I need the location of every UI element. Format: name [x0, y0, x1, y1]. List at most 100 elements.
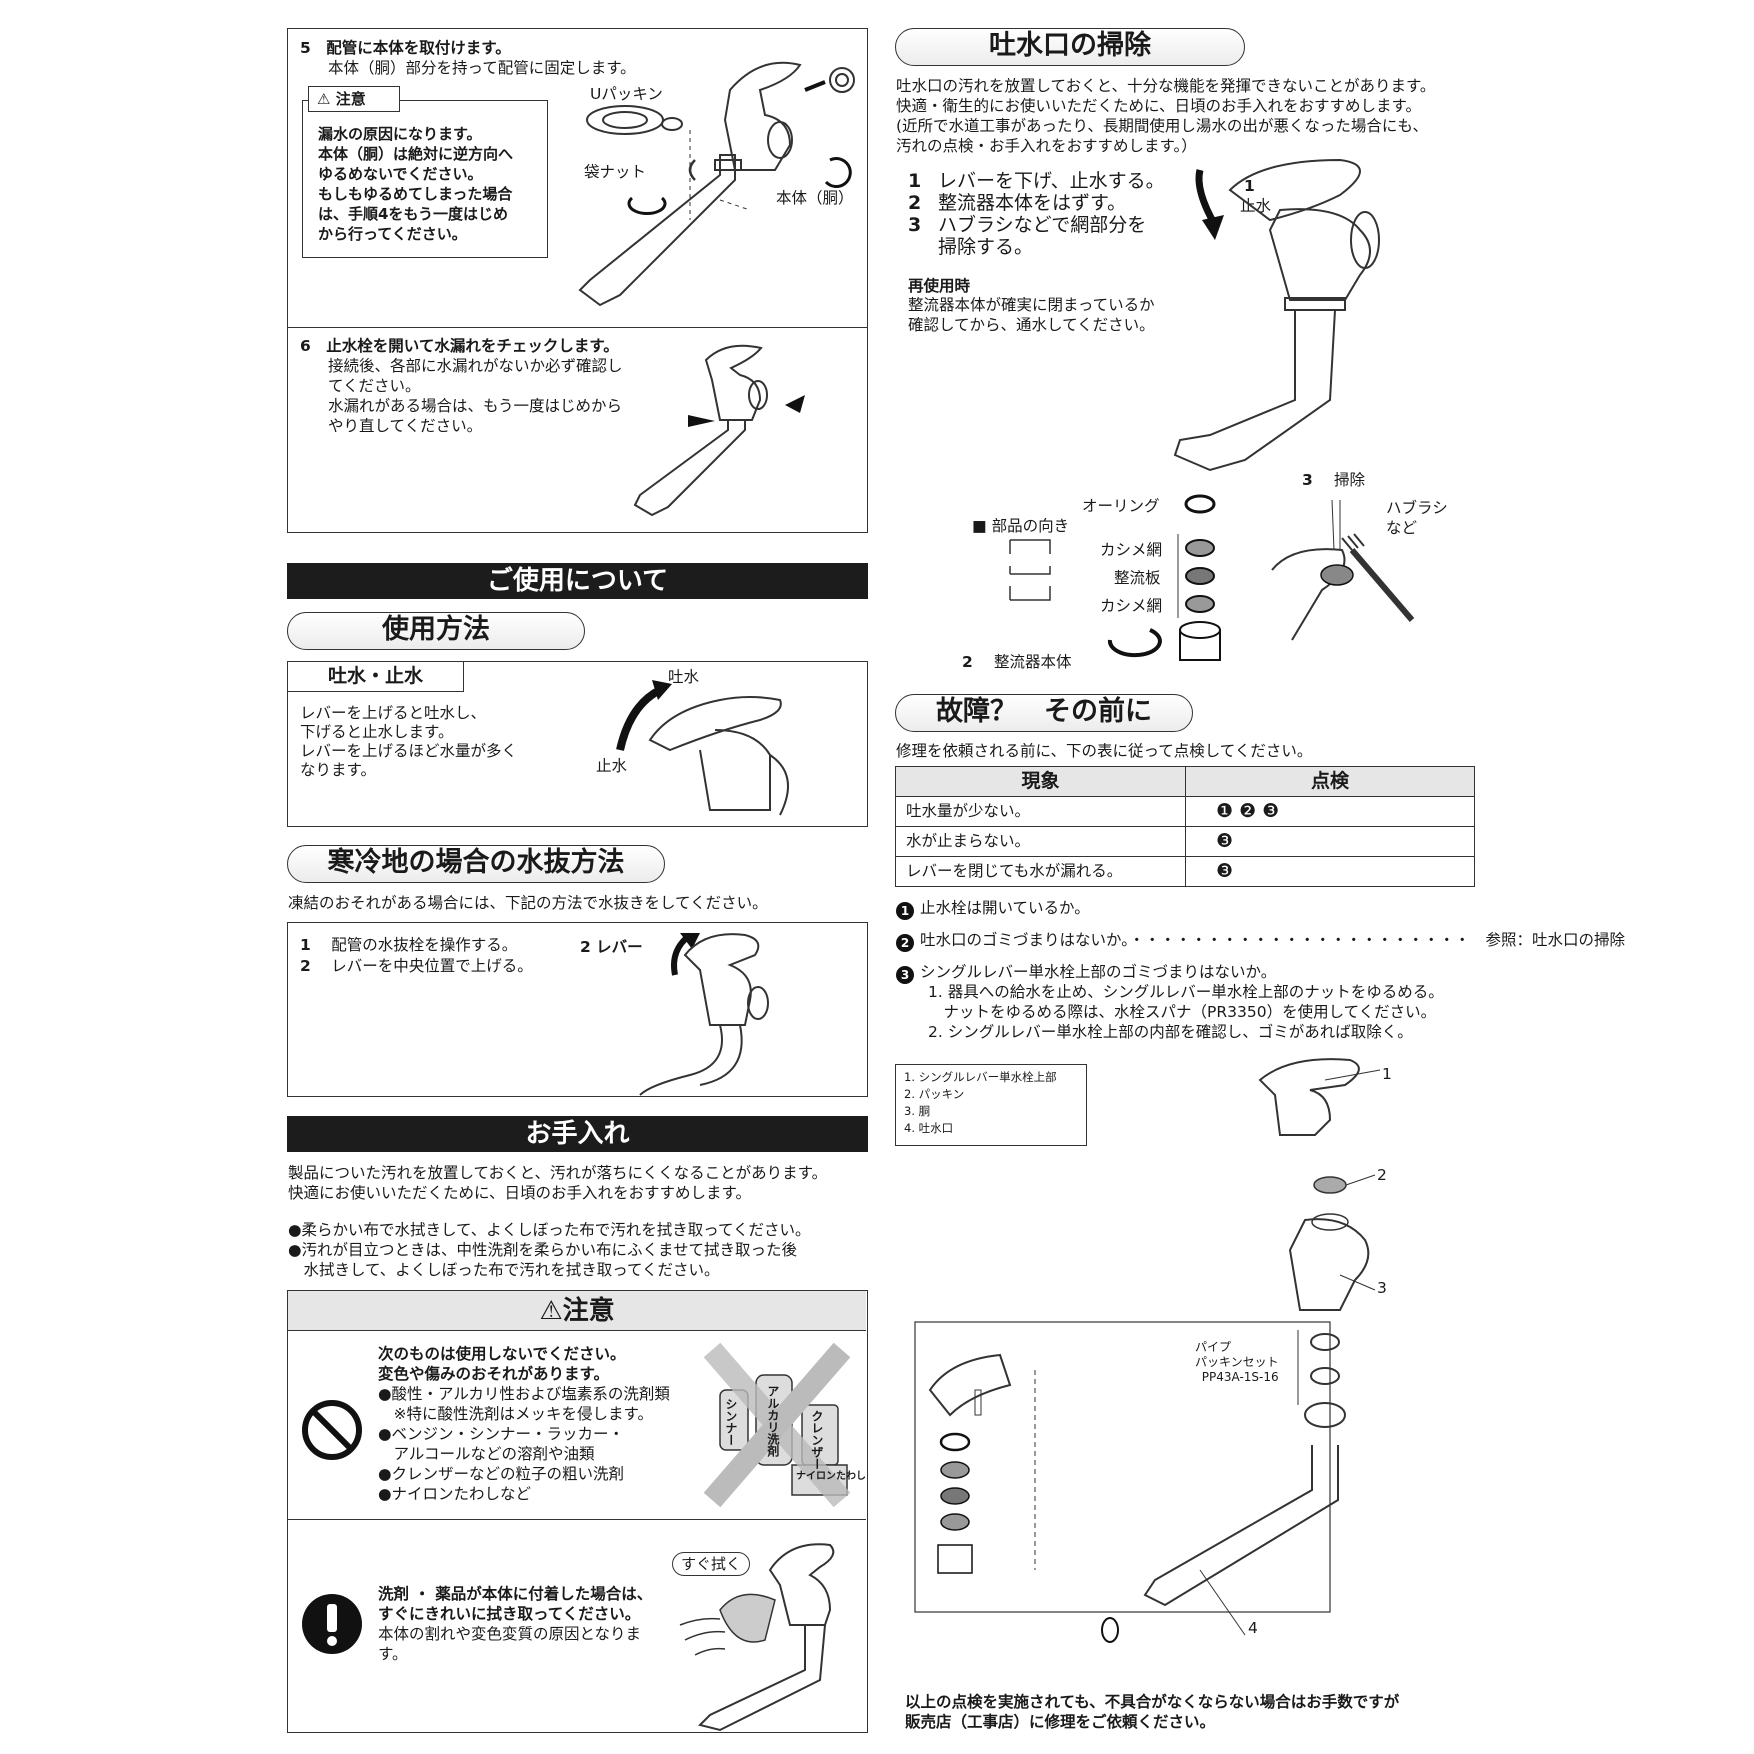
- usage-section-bar: ご使用について: [287, 563, 868, 599]
- label-water-off: 止水: [596, 757, 628, 775]
- care-intro: 製品についた汚れを放置しておくと、汚れが落ちにくくなることがあります。 快適にお…: [288, 1163, 827, 1203]
- step5-caution-tag: ⚠ 注意: [308, 86, 400, 112]
- label-body: 本体（胴）: [776, 189, 854, 207]
- bottle-label: シンナー: [723, 1398, 738, 1446]
- spout-step: 3 ハブラシなどで網部分を: [908, 214, 1165, 236]
- trouble-title: 故障？ その前に: [936, 696, 1152, 727]
- warning-icon: ⚠: [317, 90, 331, 108]
- drain-step-number: 1: [300, 936, 311, 954]
- caution-line: ゆるめないでください。: [318, 165, 483, 183]
- bottle-label: アルカリ洗剤: [765, 1385, 780, 1457]
- spout-intro-line: (近所で水道工事があったり、長期間使用し湯水の出が悪くなった場合にも、: [896, 117, 1428, 135]
- usage-line: レバーを上げるほど水量が多く: [300, 742, 518, 760]
- caution-line: もしもゆるめてしまった場合: [318, 185, 513, 203]
- spout-step-number: 2: [908, 192, 922, 214]
- spout-step-text: 掃除する。: [938, 236, 1034, 258]
- trouble-header-symptom: 現象: [895, 766, 1186, 797]
- sub-step-line: 1. 器具への給水を止め、シングルレバー単水栓上部のナットをゆるめる。: [928, 983, 1444, 1001]
- trouble-table: 現象 点検 吐水量が少ない。 ❶ ❷ ❸ 水が止まらない。 ❸ レバーを閉じても…: [895, 766, 1475, 887]
- usage-line: なります。: [300, 761, 376, 779]
- faucet-install-illustration: [578, 61, 855, 307]
- spout-cleaning-pill: 吐水口の掃除: [895, 28, 1245, 66]
- trouble-header-check: 点検: [1185, 766, 1475, 797]
- spout-step-number: 3: [908, 214, 922, 236]
- spout-intro: 吐水口の汚れを放置しておくと、十分な機能を発揮できないことがあります。 快適・衛…: [896, 76, 1435, 156]
- usage-line: 下げると止水します。: [300, 723, 454, 741]
- legend-item: 4. 吐水口: [904, 1121, 954, 1135]
- step6-line: 水漏れがある場合は、もう一度はじめから: [328, 397, 623, 415]
- check-text: 吐水口のゴミづまりはないか。・・・・・・・・・・・・・・・・・・・・・・ 参照：…: [920, 931, 1625, 949]
- label-clean-number: 3: [1302, 471, 1313, 489]
- brush-cleaning-illustration: [1271, 499, 1415, 641]
- wipe-faucet-illustration: [679, 1543, 835, 1732]
- pipe-set-line: パイプ: [1195, 1340, 1232, 1354]
- reuse-title: 再使用時: [908, 277, 971, 295]
- trouble-intro: 修理を依頼される前に、下の表に従って点検してください。: [896, 742, 1313, 760]
- drain-title: 寒冷地の場合の水抜方法: [327, 847, 625, 878]
- care-bullet: 水拭きして、よくしぼった布で汚れを拭き取ってください。: [288, 1261, 720, 1279]
- spout-cleaning-title: 吐水口の掃除: [989, 30, 1151, 61]
- label-stop: 止水: [1240, 197, 1272, 215]
- mandatory-icon: [302, 1594, 362, 1654]
- label-upacking: Uパッキン: [590, 85, 663, 103]
- spout-step: 掃除する。: [908, 236, 1165, 258]
- prohibit-line: 変色や傷みのおそれがあります。: [378, 1365, 609, 1383]
- table-row: レバーを閉じても水が漏れる。 ❸: [895, 856, 1475, 887]
- step6-text: 接続後、各部に水漏れがないか必ず確認し てください。 水漏れがある場合は、もう一…: [328, 356, 623, 436]
- usage-method-title: 使用方法: [382, 614, 490, 645]
- drain-step: 1 配管の水抜栓を操作する。: [300, 935, 533, 956]
- bottle-label: ナイロンたわし: [796, 1471, 866, 1482]
- step6-line: てください。: [328, 377, 421, 395]
- care-bullet: ●柔らかい布で水拭きして、よくしぼった布で汚れを拭き取ってください。: [288, 1221, 811, 1239]
- care-intro-line: 快適にお使いいただくために、日頃のお手入れをおすすめします。: [288, 1184, 751, 1202]
- prohibit-line: 次のものは使用しないでください。: [378, 1345, 626, 1363]
- legend-item: 3. 胴: [904, 1104, 931, 1118]
- care-caution-panel: [287, 1290, 868, 1733]
- check-text: 止水栓は開いているか。: [920, 899, 1090, 917]
- prohibit-text: 次のものは使用しないでください。 変色や傷みのおそれがあります。 ●酸性・アルカ…: [378, 1344, 670, 1504]
- step5-caution-label: 注意: [335, 90, 366, 108]
- drain-step: 2 レバーを中央位置で上げる。: [300, 956, 533, 977]
- drain-steps: 1 配管の水抜栓を操作する。 2 レバーを中央位置で上げる。: [300, 935, 533, 977]
- spout-step-text: ハブラシなどで網部分を: [938, 214, 1147, 236]
- usage-method-pill: 使用方法: [287, 612, 585, 650]
- caution-line: は、手順4をもう一度はじめ: [318, 205, 508, 223]
- check-text: シングルレバー単水栓上部のゴミづまりはないか。: [920, 963, 1277, 981]
- table-row: 水が止まらない。 ❸: [895, 826, 1475, 857]
- label-lever: 2 レバー: [580, 938, 643, 956]
- label-body-number: 2: [962, 653, 973, 671]
- wipe-line: 洗剤 ・ 薬品が本体に付着した場合は、: [378, 1585, 653, 1603]
- caution-line: 本体（胴）は絶対に逆方向へ: [318, 145, 514, 163]
- care-caution-header: ⚠注意: [288, 1291, 866, 1331]
- reuse-line: 整流器本体が確実に閉まっているか: [908, 296, 1155, 314]
- step5-caution-text: 漏水の原因になります。 本体（胴）は絶対に逆方向へ ゆるめないでください。 もし…: [318, 124, 513, 244]
- spout-faucet-illustration: [1173, 158, 1380, 472]
- symptom-cell: 吐水量が少ない。: [895, 796, 1186, 827]
- symptom-cell: 水が止まらない。: [895, 826, 1186, 857]
- prohibit-line: ●クレンザーなどの粒子の粗い洗剤: [378, 1465, 625, 1483]
- wipe-label-bubble: すぐ拭く: [672, 1552, 751, 1576]
- usage-text: レバーを上げると吐水し、 下げると止水します。 レバーを上げるほど水量が多く な…: [300, 704, 517, 780]
- symptom-cell: レバーを閉じても水が漏れる。: [895, 856, 1186, 887]
- spout-intro-line: 吐水口の汚れを放置しておくと、十分な機能を発揮できないことがあります。: [896, 77, 1436, 95]
- step6-line: やり直してください。: [328, 417, 483, 435]
- step5-desc: 本体（胴）部分を持って配管に固定します。: [328, 59, 636, 77]
- legend-item: 2. パッキン: [904, 1087, 965, 1101]
- prohibited-cleaners-illustration: [703, 1342, 851, 1508]
- lever-operation-illustration: [616, 680, 789, 816]
- wipe-line: すぐにきれいに拭き取ってください。: [378, 1605, 641, 1623]
- pipe-set-line: パッキンセット: [1195, 1355, 1279, 1369]
- callout-4: 4: [1248, 1619, 1258, 1637]
- sub-step-line: 2. シングルレバー単水栓上部の内部を確認し、ゴミがあれば取除く。: [928, 1023, 1413, 1041]
- pipe-set-line: PP43A-1S-16: [1201, 1370, 1279, 1384]
- label-water-on: 吐水: [668, 668, 700, 686]
- drain-pill: 寒冷地の場合の水抜方法: [287, 845, 665, 883]
- prohibit-icon: [302, 1400, 362, 1460]
- usage-tab-label: 吐水・止水: [327, 665, 423, 687]
- label-brush-2: など: [1386, 519, 1418, 537]
- wipe-line: す。: [378, 1645, 408, 1663]
- check-cell: ❶ ❷ ❸: [1185, 796, 1475, 827]
